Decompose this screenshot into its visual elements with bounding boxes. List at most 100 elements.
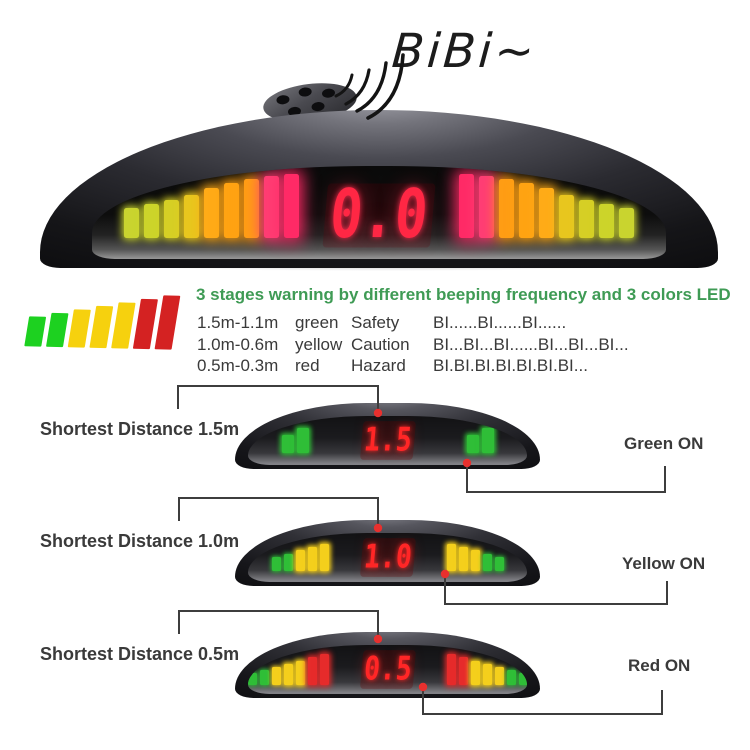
mini-display-window-1: 1.5 xyxy=(248,416,527,465)
led-bar xyxy=(67,309,91,348)
mini-display-unit-3: 0.5 xyxy=(235,632,540,698)
beep-sound-label: BiBi~ xyxy=(390,24,539,79)
table-row: 1.0m-0.6m yellow Caution BI...BI...BI...… xyxy=(197,334,629,356)
led-bar xyxy=(598,204,614,238)
led-bar xyxy=(538,188,554,238)
led-bar xyxy=(470,550,480,571)
led-bar xyxy=(184,195,200,238)
led-bar xyxy=(506,670,516,685)
status-label-red-on: Red ON xyxy=(628,656,691,675)
led-bar xyxy=(307,657,317,685)
shortest-distance-label-3: Shortest Distance 0.5m xyxy=(40,644,240,664)
led-bar xyxy=(494,557,504,571)
distance-readout-2: 1.0 xyxy=(359,538,416,577)
led-bar-group-right xyxy=(446,654,527,685)
led-bar xyxy=(45,312,69,348)
mini-display-unit-2: 1.0 xyxy=(235,520,540,586)
led-bar xyxy=(458,657,468,685)
led-bar-group-right xyxy=(466,428,494,453)
speaker-hole-icon xyxy=(321,87,336,99)
led-bar xyxy=(558,195,574,238)
mini-display-unit-1: 1.5 xyxy=(235,403,540,469)
led-bar xyxy=(481,428,494,453)
led-bar xyxy=(164,200,180,238)
led-bar xyxy=(307,547,317,571)
led-bar xyxy=(295,661,305,685)
led-bar xyxy=(446,654,456,685)
distance-readout-1: 1.5 xyxy=(359,421,416,460)
led-bar xyxy=(578,200,594,238)
shortest-distance-label-2: Shortest Distance 1.0m xyxy=(40,531,240,551)
led-bar xyxy=(284,174,300,238)
led-bar xyxy=(296,428,309,453)
led-bar xyxy=(24,316,47,347)
led-bar xyxy=(111,302,136,349)
led-bar xyxy=(319,654,329,685)
warning-spec-table: 1.5m-1.1m green Safety BI......BI......B… xyxy=(197,312,629,377)
table-row: 1.5m-1.1m green Safety BI......BI......B… xyxy=(197,312,629,334)
level-cell: Safety xyxy=(351,313,400,332)
speaker-hole-icon xyxy=(298,86,313,98)
led-bar-group-left xyxy=(124,174,300,238)
shortest-distance-label-1: Shortest Distance 1.5m xyxy=(40,419,240,439)
range-cell: 1.0m-0.6m xyxy=(197,334,279,354)
speaker-hole-icon xyxy=(275,94,290,106)
mini-display-window-3: 0.5 xyxy=(248,645,527,694)
led-bar xyxy=(482,554,492,571)
main-distance-readout: 0.0 xyxy=(322,176,436,253)
level-cell: Caution xyxy=(351,334,410,354)
led-bar xyxy=(244,179,260,238)
led-bar xyxy=(154,295,181,350)
led-bar xyxy=(319,544,329,571)
led-bar-group-right xyxy=(458,174,634,238)
led-bar xyxy=(144,204,160,238)
led-bar xyxy=(271,667,281,685)
led-bar xyxy=(478,176,494,238)
led-bar xyxy=(89,305,114,349)
led-bar xyxy=(132,298,158,350)
led-color-legend xyxy=(24,289,181,350)
led-bar xyxy=(518,673,527,685)
led-bar xyxy=(248,673,257,685)
beep-cell: BI.BI.BI.BI.BI.BI.BI... xyxy=(433,356,588,375)
led-bar xyxy=(466,435,479,453)
led-bar xyxy=(264,176,280,238)
led-bar xyxy=(281,435,294,453)
table-row: 0.5m-0.3m red Hazard BI.BI.BI.BI.BI.BI.B… xyxy=(197,355,629,377)
led-bar xyxy=(458,547,468,571)
color-cell: green xyxy=(295,313,339,332)
led-bar xyxy=(494,667,504,685)
range-cell: 1.5m-1.1m xyxy=(197,313,279,332)
level-cell: Hazard xyxy=(351,356,406,375)
speaker-hole-icon xyxy=(311,101,326,112)
main-display-window: 0.0 xyxy=(92,166,666,259)
led-bar xyxy=(295,550,305,571)
led-bar xyxy=(518,183,534,238)
led-bar xyxy=(224,183,240,238)
beep-cell: BI...BI...BI......BI...BI...BI... xyxy=(433,334,629,354)
led-bar xyxy=(204,188,220,238)
status-label-green-on: Green ON xyxy=(624,434,704,453)
mini-display-window-2: 1.0 xyxy=(248,533,527,582)
led-bar xyxy=(498,179,514,238)
led-bar xyxy=(618,208,634,238)
led-bar xyxy=(283,664,293,685)
led-bar xyxy=(458,174,474,238)
led-bar xyxy=(446,544,456,571)
distance-readout-3: 0.5 xyxy=(359,650,416,689)
led-bar xyxy=(124,208,140,238)
range-cell: 0.5m-0.3m xyxy=(197,356,279,375)
color-cell: red xyxy=(295,356,320,375)
led-bar-group-left xyxy=(248,654,329,685)
led-bar-group-left xyxy=(281,428,309,453)
led-bar-group-right xyxy=(446,544,504,571)
status-label-yellow-on: Yellow ON xyxy=(622,554,706,573)
warning-stages-heading: 3 stages warning by different beeping fr… xyxy=(196,285,731,304)
led-bar xyxy=(283,554,293,571)
led-bar-group-left xyxy=(271,544,329,571)
main-display-unit: 0.0 xyxy=(40,110,718,268)
led-bar xyxy=(470,661,480,685)
beep-cell: BI......BI......BI...... xyxy=(433,313,567,332)
led-bar xyxy=(271,557,281,571)
